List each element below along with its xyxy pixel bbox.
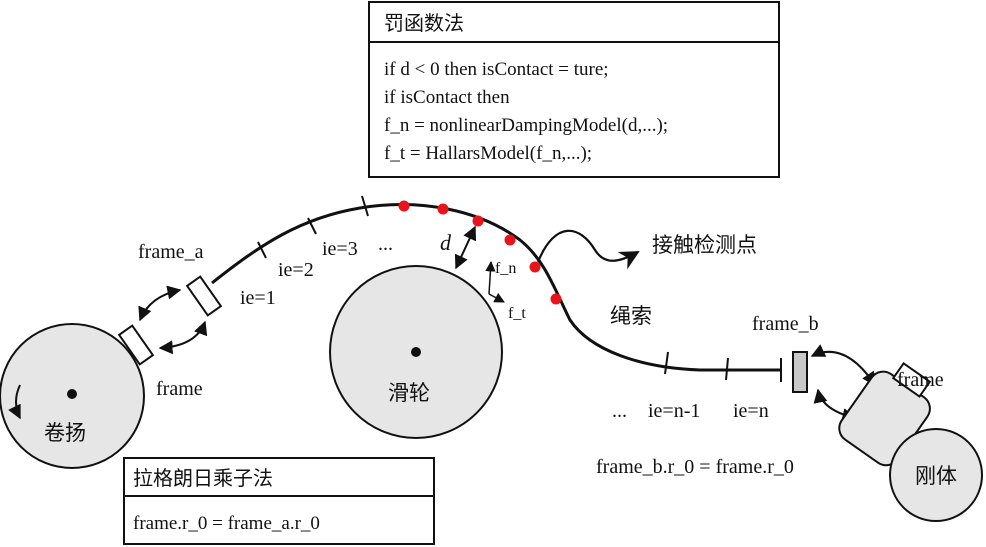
contact-point xyxy=(504,234,516,246)
penalty-line-3: f_n = nonlinearDampingModel(d,...); xyxy=(384,115,668,136)
pulley-label: 滑轮 xyxy=(388,381,430,405)
lagrange-line-1: frame.r_0 = frame_a.r_0 xyxy=(133,513,320,534)
contact-points-label: 接触检测点 xyxy=(652,233,757,257)
element-tick xyxy=(361,195,369,217)
element-tick xyxy=(664,351,669,375)
rigid-body: 刚体 xyxy=(838,362,983,522)
frame-link-arrow-upper-icon xyxy=(138,285,182,322)
contact-point xyxy=(437,203,449,215)
penalty-method-title: 罚函数法 xyxy=(384,11,464,35)
lagrange-method-title: 拉格朗日乘子法 xyxy=(133,466,273,490)
rotation-arrow-icon xyxy=(8,384,21,420)
contact-point xyxy=(472,215,484,227)
frame-left-label: frame xyxy=(156,378,203,400)
rigid-body-frame-connector xyxy=(891,362,932,398)
frame-right-label: frame xyxy=(897,369,944,391)
rope xyxy=(211,203,780,372)
frame-b-equation: frame_b.r_0 = frame.r_0 xyxy=(596,456,794,478)
contact-point xyxy=(550,293,562,305)
contact-points-pointer-icon xyxy=(536,229,640,270)
winch-drum: 卷扬 xyxy=(0,323,145,469)
frame-b-link-arrow-upper-icon xyxy=(810,344,876,387)
pulley: 滑轮 xyxy=(329,265,503,439)
penalty-line-4: f_t = HallarsModel(f_n,...); xyxy=(384,143,592,164)
tangential-force-arrow-icon xyxy=(488,292,505,303)
lagrange-method-box: 拉格朗日乘子法 frame.r_0 = frame_a.r_0 xyxy=(123,457,435,545)
normal-force-arrow-icon xyxy=(485,260,496,295)
element-tick xyxy=(307,217,317,235)
element-label-ie-n: ie=n xyxy=(733,400,769,422)
normal-force-label: f_n xyxy=(495,260,516,277)
ellipsis-bottom: ... xyxy=(612,400,627,422)
contact-point xyxy=(529,261,541,273)
frame-a-connector xyxy=(185,275,223,317)
frame-b-label: frame_b xyxy=(752,313,819,335)
element-tick xyxy=(257,241,267,259)
element-tick xyxy=(725,357,729,381)
element-label-ie2: ie=2 xyxy=(278,259,314,281)
contact-point xyxy=(398,200,410,212)
frame-b-connector xyxy=(792,351,808,393)
frame-link-arrow-lower-icon xyxy=(158,320,208,355)
penalty-line-2: if isContact then xyxy=(384,87,510,108)
frame-a-label: frame_a xyxy=(138,241,204,263)
penalty-method-box: 罚函数法 if d < 0 then isContact = ture; if … xyxy=(368,1,780,178)
winch-frame-connector xyxy=(117,324,155,366)
tangential-force-label: f_t xyxy=(508,305,526,322)
ellipsis-top: ... xyxy=(378,233,393,255)
element-label-ie-n1: ie=n-1 xyxy=(648,400,700,422)
rigid-body-label: 刚体 xyxy=(915,464,957,488)
penetration-distance-arrow-icon xyxy=(454,225,477,270)
contact-points xyxy=(398,200,562,305)
element-label-ie3: ie=3 xyxy=(322,238,358,260)
winch-label: 卷扬 xyxy=(44,421,86,445)
rope-label: 绳索 xyxy=(610,304,652,328)
penalty-line-1: if d < 0 then isContact = ture; xyxy=(384,59,609,80)
element-label-ie1: ie=1 xyxy=(240,287,276,309)
distance-d-label: d xyxy=(440,230,452,255)
